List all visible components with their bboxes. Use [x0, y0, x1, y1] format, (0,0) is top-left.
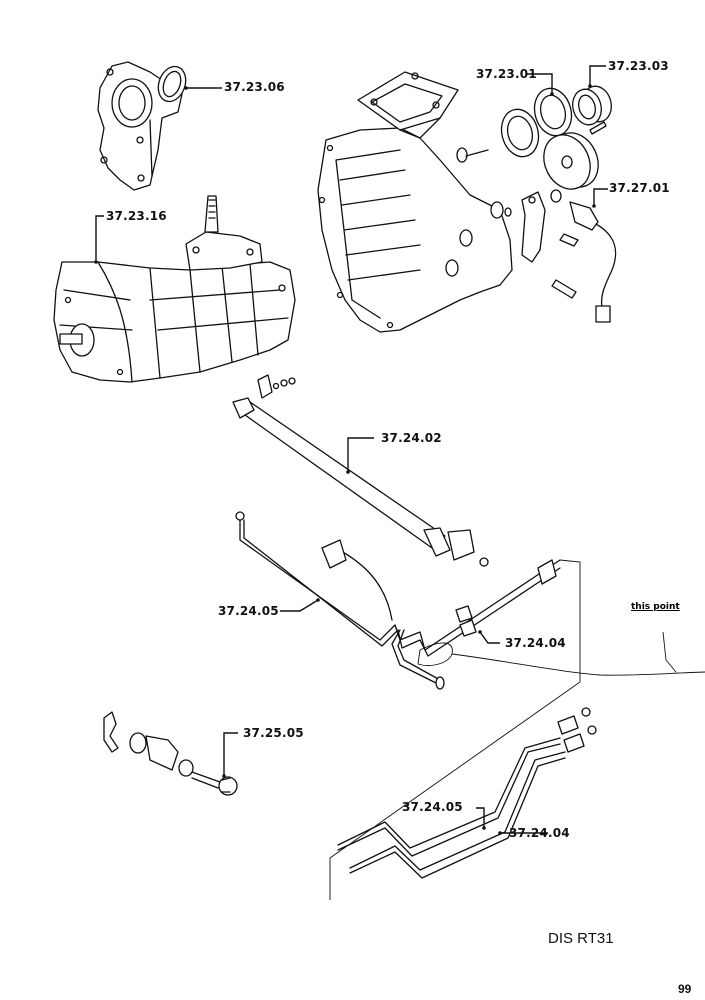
part-label-37-24-04: 37.24.04: [505, 636, 566, 650]
gearbox-assembly-part: [53, 195, 296, 383]
part-label-37-23-16: 37.23.16: [106, 209, 167, 223]
flange-plate-part: [543, 121, 607, 190]
bearing-sleeve-part: [572, 85, 612, 126]
page-number: 99: [678, 982, 692, 996]
part-label-37-25-05: 37.25.05: [243, 726, 304, 740]
hydraulic-tube-part: [232, 374, 489, 567]
part-label-37-23-06: 37.23.06: [224, 80, 285, 94]
part-label-37-23-03: 37.23.03: [608, 59, 669, 73]
switch-part: [504, 189, 617, 323]
annotation-text: this point: [631, 602, 680, 612]
part-label-37-23-01: 37.23.01: [476, 67, 537, 81]
part-label-37-24-05-lower: 37.24.05: [402, 800, 463, 814]
pipe-assembly-part: [235, 511, 561, 690]
part-label-37-24-02: 37.24.02: [381, 431, 442, 445]
bell-housing-part: [317, 71, 513, 333]
annotation-mark: [417, 631, 705, 676]
lower-pipe-assembly-part: [337, 707, 597, 879]
part-label-37-24-04-lower: 37.24.04: [509, 826, 570, 840]
speedometer-drive-part: [103, 711, 238, 796]
part-label-37-24-05: 37.24.05: [218, 604, 279, 618]
rear-cover-part: [97, 61, 187, 191]
drawing-reference: DIS RT31: [548, 930, 614, 947]
part-label-37-27-01: 37.27.01: [609, 181, 670, 195]
